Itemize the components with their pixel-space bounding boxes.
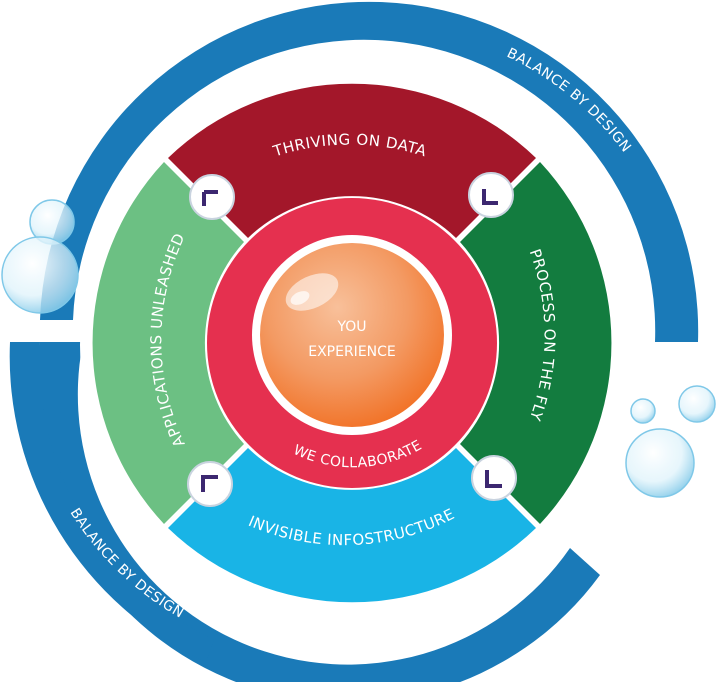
segment-bottom [168, 448, 536, 603]
segment-right [460, 162, 612, 524]
orb-glint [290, 291, 310, 305]
outer-ring-arc-top [40, 1, 699, 343]
bubbles-left [1, 199, 79, 314]
center-orb [260, 243, 444, 427]
bubbles-right [625, 385, 716, 498]
corner-icon-bottom-right[interactable] [471, 455, 517, 501]
corner-icon-bottom-left[interactable] [187, 461, 233, 507]
corner-icon-top-right[interactable] [468, 172, 514, 218]
corner-icon-top-left[interactable] [189, 174, 235, 220]
center-label-line1: YOU [336, 319, 366, 335]
center-label-line2: EXPERIENCE [308, 344, 396, 360]
segment-top [168, 83, 536, 238]
segment-left [92, 162, 244, 524]
outer-ring-arc-bottom-tail [9, 342, 214, 662]
